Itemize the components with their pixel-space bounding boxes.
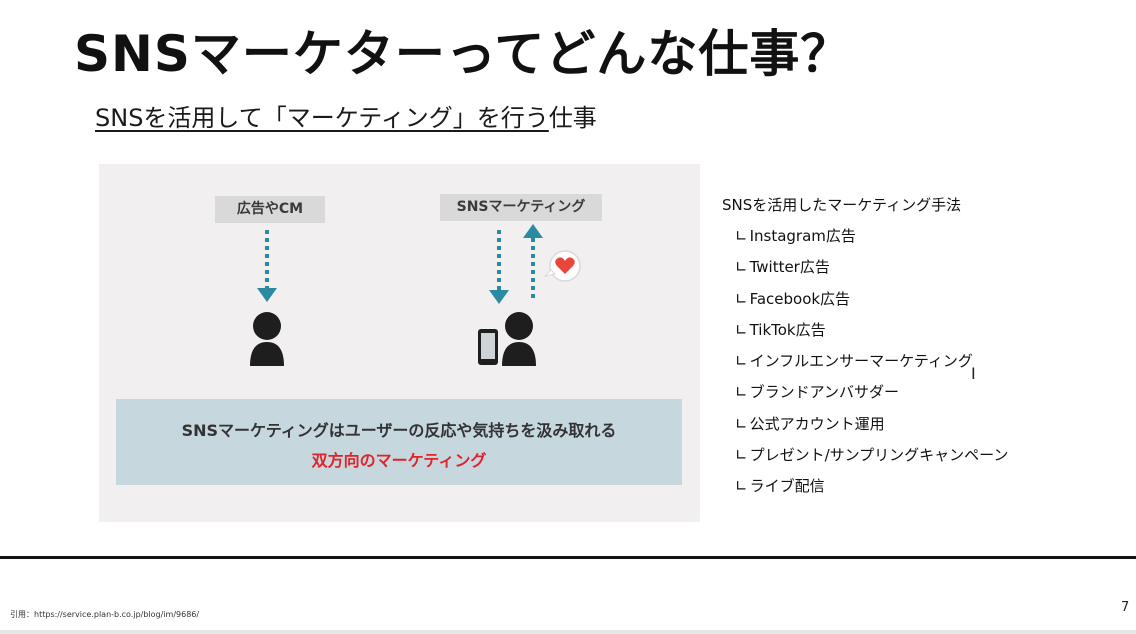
message-line-2: 双方向のマーケティング: [311, 451, 487, 470]
text-cursor-icon: I: [971, 364, 976, 383]
one-way-arrow-icon: [257, 230, 277, 302]
page-number: 7: [1121, 600, 1130, 615]
bracket-glyph: ∟: [735, 383, 748, 402]
bracket-glyph: ∟: [735, 227, 748, 245]
bracket-glyph: ∟: [735, 352, 748, 371]
person-icon-right: [502, 312, 536, 366]
list-item: ∟公式アカウント運用: [735, 412, 1008, 443]
list-item: ∟Facebook広告: [735, 287, 1008, 318]
list-item-label: 公式アカウント運用: [749, 414, 885, 433]
person-icon-left: [250, 312, 284, 366]
list-item-label: TikTok広告: [749, 320, 826, 339]
slide-subtitle: SNSを活用して「マーケティング」を行う仕事: [95, 98, 597, 133]
list-item: ∟Twitter広告: [735, 255, 1008, 286]
list-item-label: インフルエンサーマーケティング: [749, 352, 973, 371]
list-item: ∟ブランドアンバサダー: [735, 380, 1008, 411]
down-arrow-icon: [489, 230, 509, 304]
list-item-label: Twitter広告: [749, 258, 830, 277]
slide-title: SNSマーケターってどんな仕事？: [74, 25, 852, 83]
list-item: ∟インフルエンサーマーケティング: [735, 349, 1008, 380]
list-item-label: ライブ配信: [749, 477, 825, 496]
citation: 引用：https://service.plan-b.co.jp/blog/im/…: [10, 610, 200, 619]
list-item-label: プレゼント/サンプリングキャンペーン: [749, 446, 1009, 465]
comparison-diagram: 広告やCM SNSマーケティング SNSマーケティングはユーザーの反応や気持ちを…: [99, 164, 700, 522]
subtitle-underlined: SNSを活用して「マーケティング」を行う: [95, 104, 549, 132]
list-item: ∟ライブ配信: [735, 474, 1008, 505]
list-item: ∟プレゼント/サンプリングキャンペーン: [735, 443, 1008, 474]
bracket-glyph: ∟: [735, 477, 748, 496]
message-box: SNSマーケティングはユーザーの反応や気持ちを汲み取れる 双方向のマーケティング: [116, 399, 682, 485]
methods-list: SNSを活用したマーケティング手法 ∟Instagram広告 ∟Twitter広…: [722, 193, 1008, 506]
methods-heading: SNSを活用したマーケティング手法: [722, 196, 962, 214]
diagram-illustration: [250, 224, 581, 366]
bracket-glyph: ∟: [735, 414, 748, 433]
bracket-glyph: ∟: [735, 446, 748, 465]
heart-bubble-icon: [543, 250, 581, 282]
methods-items: ∟Instagram広告 ∟Twitter広告 ∟Facebook広告 ∟Tik…: [722, 224, 1008, 506]
bracket-glyph: ∟: [735, 289, 748, 308]
list-item-label: Facebook広告: [749, 289, 851, 308]
tag-sns-marketing: SNSマーケティング: [440, 194, 602, 221]
list-item-label: Instagram広告: [749, 227, 856, 245]
bracket-glyph: ∟: [735, 258, 748, 277]
footer-divider: [0, 556, 1136, 559]
bottom-border: [0, 630, 1136, 634]
list-item: ∟Instagram広告: [735, 224, 1008, 255]
bracket-glyph: ∟: [735, 320, 748, 339]
message-line-1: SNSマーケティングはユーザーの反応や気持ちを汲み取れる: [181, 421, 617, 440]
tag-advertising: 広告やCM: [215, 196, 325, 223]
up-arrow-icon: [523, 224, 543, 302]
smartphone-icon: [478, 329, 498, 365]
list-item: ∟TikTok広告: [735, 318, 1008, 349]
subtitle-rest: 仕事: [548, 104, 597, 132]
list-item-label: ブランドアンバサダー: [749, 383, 899, 402]
